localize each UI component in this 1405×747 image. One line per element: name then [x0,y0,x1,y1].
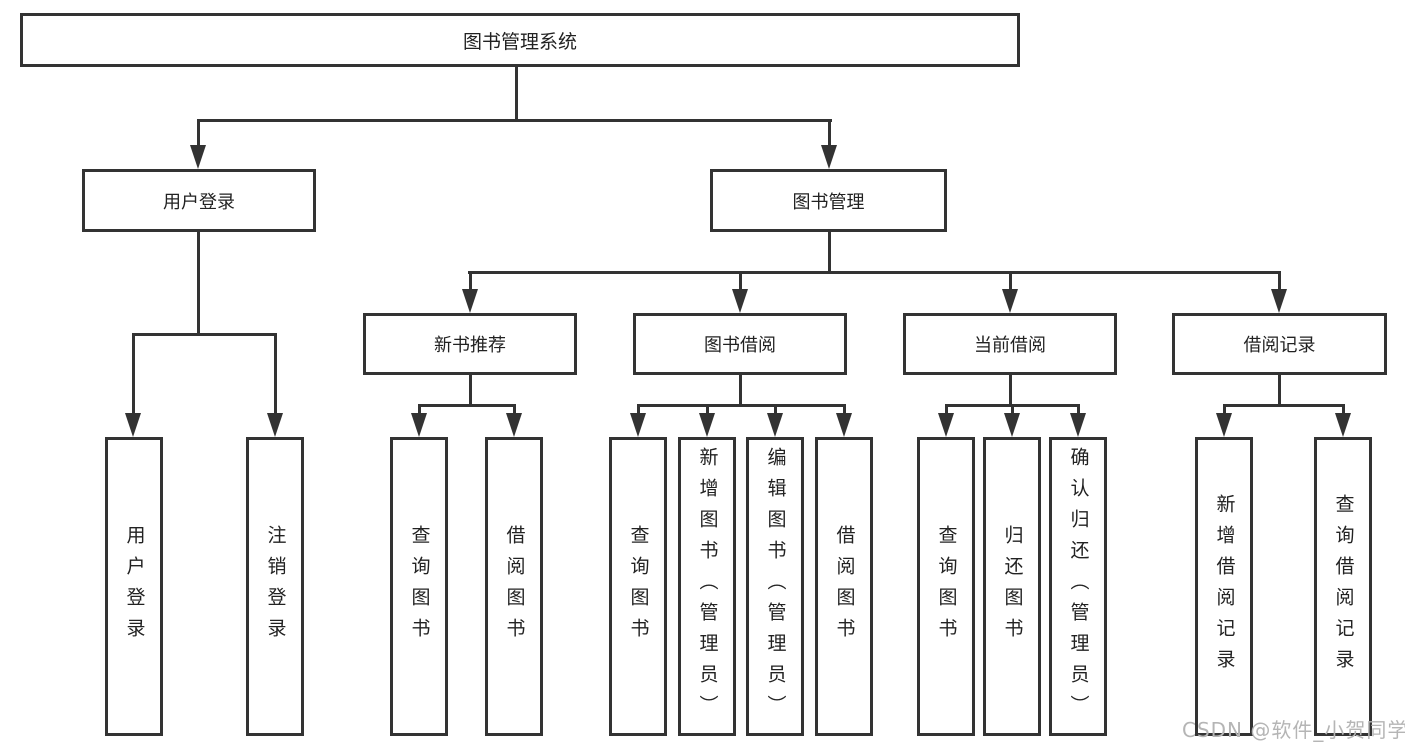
arrow-down-icon [767,413,783,437]
node-label: 用户登录 [123,524,146,649]
arrow-down-icon [411,413,427,437]
node-label: 图书管理 [792,191,865,213]
connector-user-login-down [197,232,200,336]
arrow-down-icon [732,289,748,313]
watermark-text: CSDN @软件_小贺同学 [1182,718,1405,742]
node-label: 用户登录 [163,191,235,213]
node-label: 查询图书 [408,524,431,649]
node-label: 借阅图书 [503,524,526,649]
leaf-add-borrow-record: 新增借阅记录 [1195,437,1253,736]
connector-user-login-stem [197,119,200,148]
arrow-down-icon [938,413,954,437]
leaf-query-books-2: 查询图书 [609,437,667,736]
leaf-query-books-1: 查询图书 [390,437,448,736]
node-label: 确认归还（管理员） [1067,447,1090,726]
node-label: 查询图书 [627,524,650,649]
leaf-confirm-return-admin: 确认归还（管理员） [1049,437,1107,736]
arrow-down-icon [1002,289,1018,313]
connector-level3-rail [468,271,1281,274]
connector-leaf-stem [1342,404,1345,417]
arrow-down-icon [506,413,522,437]
connector-leaf-stem [132,333,135,415]
connector-leaf-stem [637,404,640,417]
connector-leaf-stem [1011,404,1014,417]
connector-leaf-stem [843,404,846,417]
connector-leaf-stem [513,404,516,417]
arrow-down-icon [1004,413,1020,437]
connector-level2-rail [197,119,832,122]
connector-book-mgmt-stem [828,119,831,148]
node-library-system: 图书管理系统 [20,13,1020,67]
node-borrowing-records: 借阅记录 [1172,313,1387,375]
connector-level3-stem [739,271,742,292]
leaf-user-login: 用户登录 [105,437,163,736]
node-label: 查询借阅记录 [1332,493,1355,680]
node-new-book-recommend: 新书推荐 [363,313,577,375]
connector-root-stem [515,67,518,120]
node-book-management: 图书管理 [710,169,947,232]
arrow-down-icon [1070,413,1086,437]
connector-leaf-stem [1077,404,1080,417]
arrow-down-icon [699,413,715,437]
connector-group3-stub [739,375,742,406]
node-label: 新增借阅记录 [1213,493,1236,680]
connector-leaf-stem [274,333,277,415]
node-label: 注销登录 [264,524,287,649]
connector-leaf-stem [418,404,421,417]
arrow-down-icon [125,413,141,437]
leaf-borrow-books-2: 借阅图书 [815,437,873,736]
arrow-down-icon [821,145,837,169]
leaf-edit-book-admin: 编辑图书（管理员） [746,437,804,736]
connector-group5-stub [1278,375,1281,406]
arrow-down-icon [267,413,283,437]
connector-leaf-stem [774,404,777,417]
node-label: 新增图书（管理员） [696,447,719,726]
node-label: 图书借阅 [704,335,776,356]
node-label: 当前借阅 [974,335,1046,356]
arrow-down-icon [630,413,646,437]
arrow-down-icon [1216,413,1232,437]
connector-level3-stem [1009,271,1012,292]
arrow-down-icon [462,289,478,313]
node-label: 编辑图书（管理员） [764,447,787,726]
leaf-query-borrow-record: 查询借阅记录 [1314,437,1372,736]
connector-group5-rail [1223,404,1345,407]
connector-leaf-stem [706,404,709,417]
connector-leaf-stem [945,404,948,417]
leaf-query-books-3: 查询图书 [917,437,975,736]
node-user-login: 用户登录 [82,169,316,232]
connector-group3-rail [637,404,846,407]
leaf-borrow-books-1: 借阅图书 [485,437,543,736]
connector-leaf-stem [1223,404,1226,417]
node-book-borrowing: 图书借阅 [633,313,847,375]
node-label: 新书推荐 [434,335,506,356]
connector-level3-stem [469,271,472,292]
leaf-logout-login: 注销登录 [246,437,304,736]
node-current-borrowing: 当前借阅 [903,313,1117,375]
connector-group2-rail [418,404,516,407]
node-label: 查询图书 [935,524,958,649]
connector-group2-stub [469,375,472,406]
node-label: 归还图书 [1001,524,1024,649]
arrow-down-icon [190,145,206,169]
node-label: 借阅图书 [833,524,856,649]
connector-group1-rail [132,333,277,336]
connector-book-mgmt-down [828,232,831,274]
node-label: 图书管理系统 [462,30,577,53]
leaf-add-book-admin: 新增图书（管理员） [678,437,736,736]
arrow-down-icon [1271,289,1287,313]
arrow-down-icon [836,413,852,437]
leaf-return-books: 归还图书 [983,437,1041,736]
arrow-down-icon [1335,413,1351,437]
node-label: 借阅记录 [1243,335,1316,356]
connector-group4-stub [1009,375,1012,406]
connector-level3-stem [1278,271,1281,292]
